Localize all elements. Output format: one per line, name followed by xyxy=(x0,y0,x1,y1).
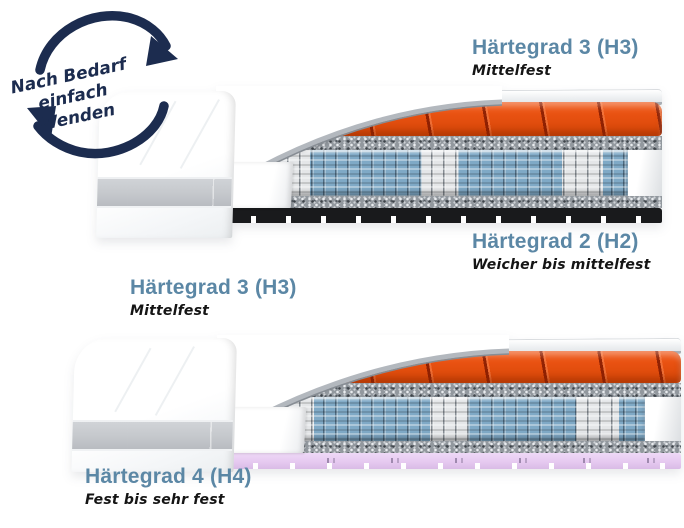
firmness-title: Härtegrad 3 (H3) xyxy=(472,36,639,59)
base-foam-layer-h4 xyxy=(215,453,681,469)
firmness-title: Härtegrad 4 (H4) xyxy=(85,465,252,488)
firmness-subtitle: Fest bis sehr fest xyxy=(85,492,225,508)
firmness-title: Härtegrad 3 (H3) xyxy=(130,276,297,299)
label-haertegrad-2: Härtegrad 2 (H2) Weicher bis mittelfest xyxy=(472,230,650,273)
mattress-bottom-illustration xyxy=(71,335,682,472)
firmness-title: Härtegrad 2 (H2) xyxy=(472,230,639,253)
spring-side-panel xyxy=(628,150,662,196)
rotate-arrows-icon xyxy=(27,10,178,159)
felt-layer-lower xyxy=(215,196,662,208)
cover-side-band xyxy=(72,420,233,451)
label-haertegrad-4: Härtegrad 4 (H4) Fest bis sehr fest xyxy=(85,465,252,508)
felt-layer-lower xyxy=(215,441,681,453)
flip-hint: Nach Bedarf einfach Wenden xyxy=(4,0,184,172)
cover-cut-face xyxy=(225,407,307,453)
base-foam-layer-h2 xyxy=(215,208,662,223)
label-haertegrad-3-bottom: Härtegrad 3 (H3) Mittelfest xyxy=(130,276,297,319)
firmness-subtitle: Mittelfest xyxy=(472,63,552,79)
mattress-top-illustration xyxy=(96,86,663,238)
cover-side-band xyxy=(96,177,232,208)
firmness-subtitle: Mittelfest xyxy=(130,303,210,319)
spring-side-panel xyxy=(645,397,681,441)
mattress-cover-front xyxy=(71,338,237,472)
label-haertegrad-3-top: Härtegrad 3 (H3) Mittelfest xyxy=(472,36,639,79)
firmness-subtitle: Weicher bis mittelfest xyxy=(472,257,651,273)
